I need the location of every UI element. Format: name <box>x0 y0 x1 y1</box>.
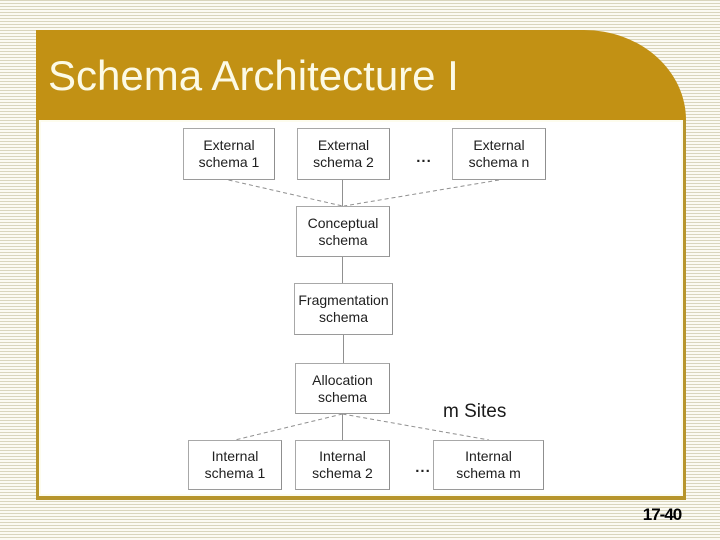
box-internal-schema-1: Internal schema 1 <box>188 440 282 490</box>
box-label-line: Internal <box>465 448 512 464</box>
box-label-line: External <box>473 137 525 153</box>
edge-external1-conceptual <box>228 179 343 207</box>
box-label-line: schema <box>318 309 369 325</box>
slide-title: Schema Architecture I <box>48 52 459 99</box>
slide-title-bar: Schema Architecture I <box>36 30 686 120</box>
box-label-line: Internal <box>211 448 259 464</box>
box-label-line: schema <box>318 231 368 248</box>
ellipsis-internal-row: ... <box>415 459 431 476</box>
schema-architecture-diagram: External schema 1 External schema 2 ... … <box>39 120 683 496</box>
edge-externaln-conceptual <box>343 179 500 207</box>
connector-lines <box>228 179 500 441</box>
ellipsis-external-row: ... <box>416 149 432 166</box>
box-fragmentation-schema: Fragmentation schema <box>294 283 393 335</box>
edge-allocation-internalm <box>342 413 490 441</box>
box-label-line: External <box>203 137 255 153</box>
box-label-line: schema m <box>456 465 521 481</box>
box-external-schema-1: External schema 1 <box>183 128 275 180</box>
box-label-line: Allocation <box>312 371 373 388</box>
box-label-line: Conceptual <box>307 214 379 231</box>
edge-allocation-internal1 <box>234 413 343 441</box>
box-label-line: schema 2 <box>313 154 374 170</box>
box-label-line: Internal <box>319 448 366 464</box>
box-conceptual-schema: Conceptual schema <box>296 206 390 257</box>
m-sites-label: m Sites <box>443 401 507 422</box>
box-external-schema-n: External schema n <box>452 128 546 180</box>
box-internal-schema-2: Internal schema 2 <box>295 440 390 490</box>
box-external-schema-2: External schema 2 <box>297 128 390 180</box>
box-label-line: Fragmentation <box>298 292 389 308</box>
box-label-line: schema 2 <box>312 465 373 481</box>
box-allocation-schema: Allocation schema <box>295 363 390 414</box>
box-label-line: schema n <box>468 154 530 170</box>
box-label-line: schema 1 <box>198 154 260 170</box>
box-label-line: External <box>317 137 370 153</box>
box-label-line: schema <box>317 388 368 405</box>
slide-content-area: External schema 1 External schema 2 ... … <box>36 120 686 500</box>
box-label-line: schema 1 <box>204 465 266 481</box>
box-internal-schema-m: Internal schema m <box>433 440 544 490</box>
slide-page-number: 17-40 <box>642 505 682 524</box>
